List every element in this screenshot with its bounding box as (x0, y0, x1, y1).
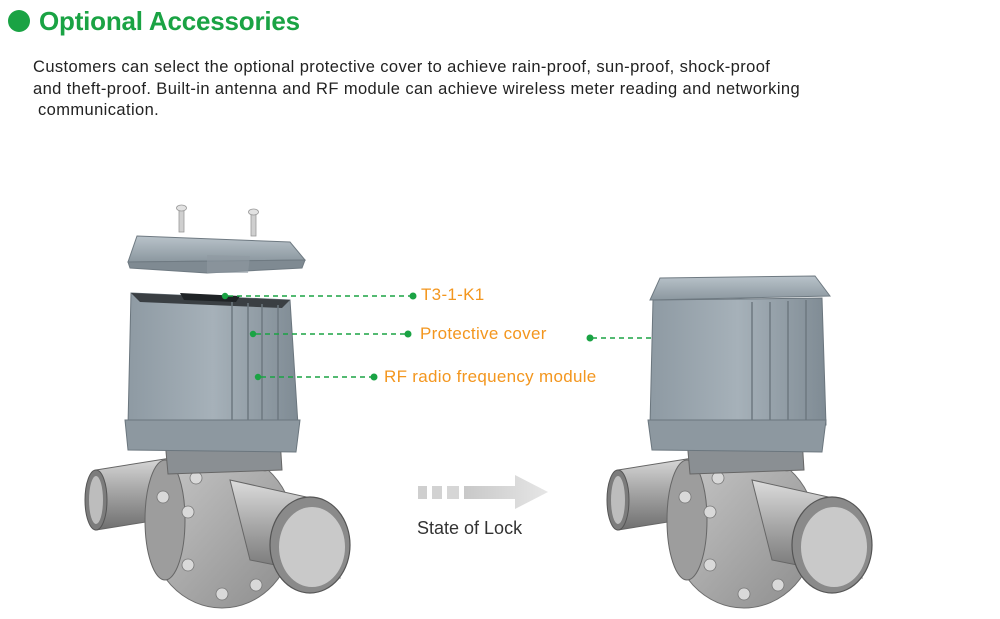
water-pipe-right-locked (751, 479, 873, 594)
transition-arrow-icon (418, 475, 548, 509)
protective-cover-box (124, 292, 301, 453)
section-heading: Optional Accessories (8, 4, 300, 38)
protective-cover-lid (127, 235, 307, 274)
pipe-flange-left (144, 451, 295, 609)
callout-rf-module-label: RF radio frequency module (384, 367, 597, 386)
valve-meter-open-view (84, 204, 351, 609)
leader-dot-cover (249, 330, 257, 338)
valve-meter-locked-view (606, 275, 873, 609)
description-line-1: Customers can select the optional protec… (33, 58, 771, 76)
protective-cover-closed (647, 275, 831, 453)
label-dot-antenna (409, 292, 417, 300)
leader-dot-antenna (221, 292, 229, 300)
description-line-2: and theft-proof. Built-in antenna and RF… (33, 79, 801, 98)
lid-screw-icon (176, 204, 259, 237)
state-of-lock-label: State of Lock (417, 518, 523, 538)
description-text: Customers can select the optional protec… (33, 57, 988, 122)
section-title: Optional Accessories (39, 5, 300, 36)
description-line-3: communication. (38, 101, 160, 119)
label-dot-rf (370, 373, 378, 381)
green-bullet-icon (8, 10, 30, 32)
label-dot-cover-right (586, 334, 594, 342)
callout-antenna-label: T3-1-K1 (421, 285, 485, 304)
water-pipe-right (229, 479, 351, 594)
callout-cover-label: Protective cover (420, 324, 547, 343)
leader-dot-rf (254, 373, 262, 381)
label-dot-cover (404, 330, 412, 338)
